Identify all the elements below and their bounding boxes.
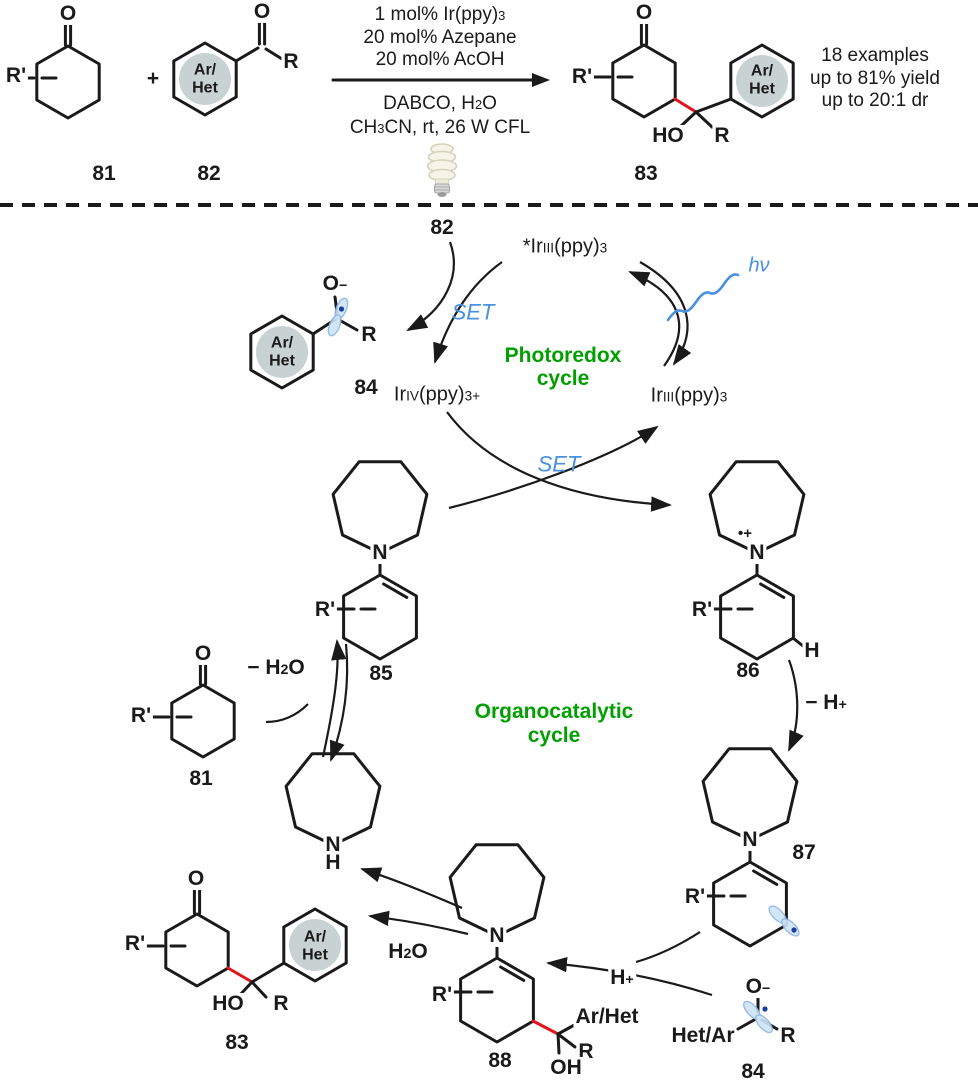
compound-number-86: 86: [736, 658, 760, 682]
r-prime-label-87: R': [682, 884, 708, 909]
structure-84-top: [249, 295, 359, 390]
result-yield: up to 81% yield: [810, 68, 940, 90]
het-ar-label-84-bottom: Het/Ar: [669, 1023, 737, 1048]
compound-number-84-bottom: 84: [741, 1059, 765, 1083]
ar-het-circle-82-line1: Ar/: [193, 61, 217, 79]
structure-87: [701, 747, 803, 948]
h-label-azepane: H: [323, 850, 343, 875]
hv-label: hν: [748, 254, 770, 277]
minus-h-plus-label: − H+: [803, 690, 849, 715]
reaction-arrow: [331, 73, 550, 87]
compound-number-87: 87: [792, 840, 816, 864]
structure-86: [708, 460, 806, 661]
set-label-1: SET: [451, 299, 495, 325]
ar-het-circle-83-cycle-line2: Het: [302, 946, 328, 964]
ar-het-circle-83-top-line2: Het: [749, 80, 775, 98]
cfl-bulb-icon: [426, 143, 458, 197]
structure-81-cycle: [149, 659, 236, 759]
structure-84-bottom: [736, 996, 779, 1036]
condition-solvent-light: CH3CN, rt, 26 W CFL: [349, 117, 531, 139]
ar-het-circle-83-top-line1: Ar/: [750, 62, 774, 80]
o-label-81-top: O: [57, 1, 79, 26]
o-label-81-cycle: O: [192, 641, 214, 666]
r-prime-label-83-top: R': [569, 64, 595, 89]
r-label-83-top: R: [712, 123, 732, 148]
structure-82-top: [172, 18, 284, 117]
r-prime-label-81-cycle: R': [128, 703, 154, 728]
result-dr: up to 20:1 dr: [821, 90, 929, 112]
ho-label-83-cycle: HO: [210, 991, 246, 1016]
condition-acoh: 20 mol% AcOH: [375, 49, 505, 71]
compound-number-81-top: 81: [92, 161, 116, 185]
ar-het-circle-84-line2: Het: [269, 352, 295, 370]
r-label-84-top: R: [359, 322, 379, 347]
structure-83-top: [590, 19, 795, 129]
oh-label-88: OH: [548, 1055, 584, 1080]
organo-cycle-title-line2: cycle: [527, 723, 581, 747]
compound-number-81-cycle: 81: [189, 766, 213, 790]
ho-label-83-top: HO: [650, 123, 686, 148]
compound-number-85: 85: [369, 661, 393, 685]
hv-wavy-arrow: [666, 273, 740, 322]
n-label-87: N: [740, 827, 760, 852]
r-label-82: R: [281, 49, 301, 74]
n-label-86: N: [747, 540, 767, 565]
organo-cycle-title-line1: Organocatalytic: [474, 699, 634, 723]
condition-catalyst: 1 mol% Ir(ppy)3: [374, 4, 506, 26]
photoredox-cycle-title-line1: Photoredox: [504, 343, 622, 367]
r-prime-label-86: R': [689, 597, 715, 622]
compound-number-88: 88: [488, 1048, 512, 1072]
r-prime-label-83-cycle: R': [122, 931, 148, 956]
o-label-83-top: O: [633, 0, 655, 25]
photoredox-cycle-title-line2: cycle: [536, 366, 590, 390]
result-examples: 18 examples: [821, 45, 929, 67]
h-label-86: H: [802, 638, 822, 663]
n-label-88: N: [487, 923, 507, 948]
photoredox-arrows: [406, 241, 740, 512]
o-minus-label-84-top: O−: [320, 271, 350, 296]
ar-het-circle-83-cycle-line1: Ar/: [303, 928, 327, 946]
r-label-84-bottom: R: [778, 1023, 798, 1048]
compound-number-83-top: 83: [634, 161, 658, 185]
o-label-82: O: [251, 0, 273, 24]
h-plus-label: H+: [608, 965, 636, 990]
h2o-label: H2O: [386, 939, 430, 964]
structure-88: [448, 843, 580, 1055]
ir-excited-label: *IrIII(ppy)3: [520, 235, 610, 258]
o-minus-label-84-bottom: O−: [743, 974, 773, 999]
compound-number-84-top: 84: [354, 375, 378, 399]
structure-81-top: [14, 20, 101, 120]
minus-h2o-label: − H2O: [245, 655, 307, 680]
o-label-83-cycle: O: [185, 866, 207, 891]
r-prime-label-81-top: R': [3, 63, 29, 88]
ar-het-label-88: Ar/Het: [573, 1004, 641, 1029]
compound-number-83-cycle: 83: [225, 1030, 249, 1054]
ir-iii-label: IrIII(ppy)3: [648, 384, 730, 407]
ar-het-circle-84-line1: Ar/: [270, 334, 294, 352]
n-label-azepane: N: [323, 832, 343, 857]
set-label-2: SET: [537, 451, 581, 477]
ir-iv-label: IrIV(ppy)3+: [391, 383, 483, 406]
compound-number-82-cycle: 82: [430, 215, 454, 239]
r-label-83-cycle: R: [271, 991, 291, 1016]
r-prime-label-88: R': [429, 982, 455, 1007]
condition-dabco-h2o: DABCO, H2O: [383, 93, 497, 115]
ar-het-circle-82-line2: Het: [192, 79, 218, 97]
r-prime-label-85: R': [312, 597, 338, 622]
n-label-85: N: [370, 540, 390, 565]
structure-azepane: [284, 752, 382, 847]
plus-sign: +: [146, 66, 160, 90]
compound-number-82-top: 82: [197, 161, 221, 185]
condition-azepane: 20 mol% Azepane: [363, 27, 517, 49]
radical-cation-label-86: •+: [736, 525, 754, 543]
